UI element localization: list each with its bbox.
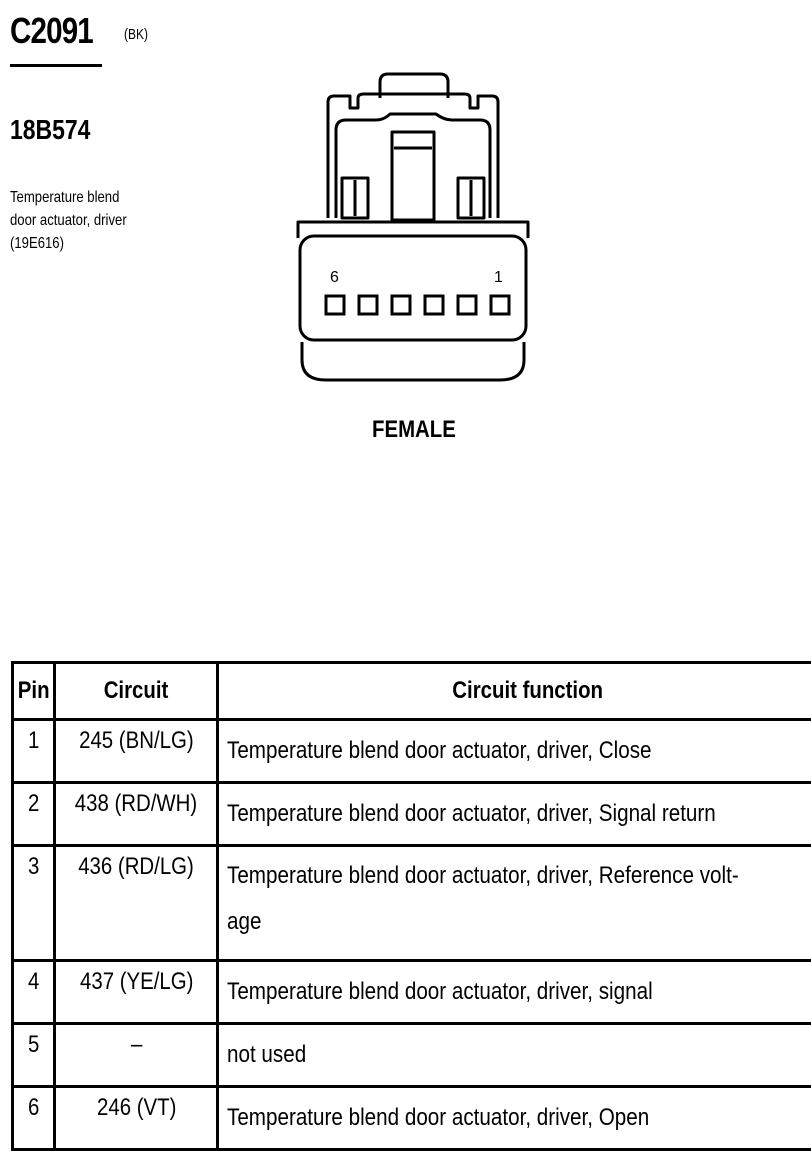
table-row: 6 246 (VT) Temperature blend door actuat…: [13, 1087, 811, 1150]
title-underline: [10, 64, 102, 67]
function-cell: Temperature blend door actuator, driver,…: [218, 846, 811, 961]
pin-cell: 3: [13, 846, 55, 961]
function-cell: Temperature blend door actuator, driver,…: [218, 720, 811, 783]
circuit-cell: 436 (RD/LG): [55, 846, 218, 961]
pin-cavity: [425, 296, 443, 314]
connector-face-diagram: 6 1: [280, 60, 540, 390]
pin-cavity: [392, 296, 410, 314]
pin-cell: 5: [13, 1024, 55, 1087]
function-cell: Temperature blend door actuator, driver,…: [218, 783, 811, 846]
table-row: 2 438 (RD/WH) Temperature blend door act…: [13, 783, 811, 846]
function-cell: Temperature blend door actuator, driver,…: [218, 1087, 811, 1150]
table-row: 4 437 (YE/LG) Temperature blend door act…: [13, 961, 811, 1024]
circuit-cell: 245 (BN/LG): [55, 720, 218, 783]
part-number: 18B574: [10, 114, 90, 146]
pin-cell: 4: [13, 961, 55, 1024]
connector-face: [300, 236, 526, 340]
table-row: 3 436 (RD/LG) Temperature blend door act…: [13, 846, 811, 961]
pin-label-right: 1: [494, 269, 503, 286]
description-line: door actuator, driver: [10, 209, 166, 232]
column-header-pin: Pin: [13, 663, 55, 720]
center-latch: [392, 132, 434, 220]
pin-cell: 2: [13, 783, 55, 846]
connector-gender-label: FEMALE: [372, 416, 456, 444]
pin-cavity: [359, 296, 377, 314]
column-header-function: Circuit function: [218, 663, 811, 720]
description-line: (19E616): [10, 232, 166, 255]
pin-label-left: 6: [330, 269, 339, 286]
pin-cell: 1: [13, 720, 55, 783]
connector-skirt: [302, 342, 524, 380]
function-cell: not used: [218, 1024, 811, 1087]
table-row: 5 – not used: [13, 1024, 811, 1087]
description-line: Temperature blend: [10, 186, 166, 209]
table-row: 1 245 (BN/LG) Temperature blend door act…: [13, 720, 811, 783]
table-header-row: Pin Circuit Circuit function: [13, 663, 811, 720]
pinout-table: Pin Circuit Circuit function 1 245 (BN/L…: [11, 661, 811, 1151]
circuit-cell: –: [55, 1024, 218, 1087]
connector-id: C2091: [10, 10, 93, 52]
function-cell: Temperature blend door actuator, driver,…: [218, 961, 811, 1024]
pin-cavity: [491, 296, 509, 314]
circuit-cell: 438 (RD/WH): [55, 783, 218, 846]
pin-cavity: [458, 296, 476, 314]
column-header-circuit: Circuit: [55, 663, 218, 720]
circuit-cell: 437 (YE/LG): [55, 961, 218, 1024]
connector-color-code: (BK): [124, 26, 148, 43]
circuit-cell: 246 (VT): [55, 1087, 218, 1150]
component-description: Temperature blend door actuator, driver …: [10, 186, 166, 255]
pin-cavity: [326, 296, 344, 314]
pin-cell: 6: [13, 1087, 55, 1150]
